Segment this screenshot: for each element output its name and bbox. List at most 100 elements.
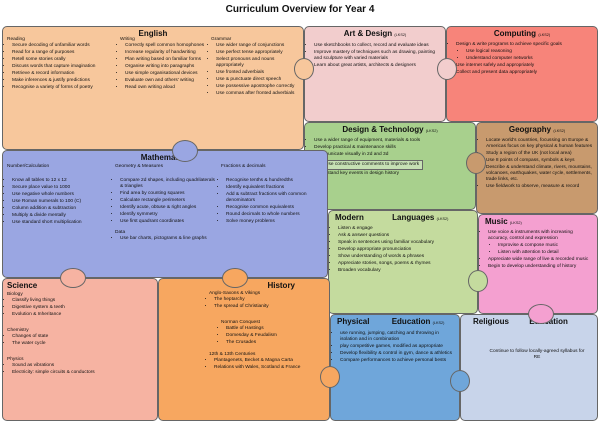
list-item: Ask & answer questions xyxy=(338,233,473,239)
list-item: Use wider range of conjunctions xyxy=(216,43,301,49)
music-item: Listen with attention to detail xyxy=(498,250,593,256)
list-item: The water cycle xyxy=(12,341,153,347)
design-technology-sub: (LKS2) xyxy=(425,129,438,133)
list-item: Locate world's countries, focussing on E… xyxy=(486,138,593,150)
music-item: Improvise & compose music xyxy=(498,243,593,249)
history-centuries-title: 12th & 13th Centuries xyxy=(209,351,256,357)
history-panel: History Anglo-Saxons & Vikings The hepta… xyxy=(158,278,330,421)
list-item: Electricity: simple circuits & conductor… xyxy=(12,370,153,376)
modern-languages-sub: (LKS2) xyxy=(436,217,449,221)
puzzle-tab-english-maths xyxy=(172,140,198,162)
religious-education-panel: Religious Education Continue to follow l… xyxy=(460,314,598,421)
english-panel: English Reading Secure decoding of unfam… xyxy=(2,26,304,150)
maths-number-list: Know all tables to 12 x 12Secure place v… xyxy=(7,178,111,226)
maths-number-section: Number/Calculation Know all tables to 12… xyxy=(7,164,111,227)
english-writing-section: Writing Correctly spell common homophone… xyxy=(120,37,210,92)
list-item: Use fronted adverbials xyxy=(216,70,301,76)
maths-geometry-title: Geometry & Measures xyxy=(115,164,163,169)
geography-list: Locate world's countries, focussing on E… xyxy=(481,138,593,190)
list-item: Appreciate stories, songs, poems & rhyme… xyxy=(338,261,473,267)
list-item: Improve mastery of techniques such as dr… xyxy=(314,50,441,62)
science-chemistry-list: Changes of stateThe water cycle xyxy=(7,334,153,347)
list-item: Identify symmetry xyxy=(120,212,215,218)
english-heading: English xyxy=(138,29,168,38)
list-item: Digestive system & teeth xyxy=(12,305,153,311)
list-item: Study a region of the UK (not local area… xyxy=(486,151,593,157)
list-item: Add & subtract fractions with common den… xyxy=(226,192,325,204)
history-centuries-section: 12th & 13th Centuries Plantagenets, Beck… xyxy=(209,352,325,371)
history-anglo-saxons-section: Anglo-Saxons & Vikings The heptarchyThe … xyxy=(209,291,325,310)
puzzle-tab-maths-science xyxy=(60,268,86,288)
puzzle-tab-art-computing xyxy=(437,58,457,80)
music-sub: (LKS2) xyxy=(509,221,522,225)
music-item: Appreciate wide range of live & recorded… xyxy=(488,257,593,263)
modern-languages-heading: Modern Languages (LKS2) xyxy=(333,213,473,223)
list-item: Battle of Hastings xyxy=(226,326,325,332)
science-panel: Science Biology Classify living thingsDi… xyxy=(2,278,158,421)
computing-item: Understand computer networks xyxy=(466,56,593,62)
list-item: Organise writing into paragraphs xyxy=(125,64,210,70)
science-biology-section: Biology Classify living thingsDigestive … xyxy=(7,292,153,318)
list-item: Use simple organisational devices xyxy=(125,71,210,77)
physical-education-panel: Physical Education (LKS2) use running, j… xyxy=(330,314,460,421)
science-biology-list: Classify living thingsDigestive system &… xyxy=(7,298,153,318)
science-biology-title: Biology xyxy=(7,292,23,297)
computing-panel: Computing (LKS2) Design & write programs… xyxy=(446,26,598,122)
puzzle-tab-music-re xyxy=(528,304,554,324)
music-title: Music xyxy=(485,217,508,226)
science-chemistry-section: Chemistry Changes of stateThe water cycl… xyxy=(7,328,153,347)
modern-languages-title: Modern xyxy=(335,213,364,222)
list-item: Domesday & Feudalism xyxy=(226,333,325,339)
history-norman-title: Norman Conquest xyxy=(221,319,260,325)
english-grammar-title: Grammar xyxy=(211,37,232,42)
list-item: Solve money problems xyxy=(226,219,325,225)
geography-panel: Geography (LKS2) Locate world's countrie… xyxy=(476,122,598,214)
modern-languages-panel: Modern Languages (LKS2) Listen & engageA… xyxy=(328,210,478,314)
list-item: The spread of Christianity xyxy=(214,304,325,310)
science-physics-title: Physics xyxy=(7,356,24,362)
list-item: Describe & understand climate, rivers, m… xyxy=(486,165,593,183)
computing-sub: (LKS2) xyxy=(538,33,551,37)
maths-geometry-section: Geometry & Measures Compare 2d shapes, i… xyxy=(115,164,215,243)
list-item: Secure place value to 1000 xyxy=(12,185,111,191)
list-item: Learn about great artists, architects & … xyxy=(314,63,441,69)
list-item: Evaluate own and others' writing xyxy=(125,78,210,84)
music-panel: Music (LKS2) Use voice & instruments wit… xyxy=(478,214,598,314)
list-item: Identify acute, obtuse & right angles xyxy=(120,205,215,211)
list-item: Plan writing based on familiar forms xyxy=(125,57,210,63)
english-writing-title: Writing xyxy=(120,37,135,42)
music-heading: Music (LKS2) xyxy=(483,217,593,227)
list-item: Use sketchbooks to collect, record and e… xyxy=(314,43,441,49)
english-reading-title: Reading xyxy=(7,37,25,42)
dt-item: Use a wider range of equipment, material… xyxy=(314,138,471,144)
computing-item: Collect and present data appropriately xyxy=(456,70,593,76)
puzzle-tab-english-art xyxy=(294,58,314,80)
list-item: Identify equivalent fractions xyxy=(226,185,325,191)
list-item: Correctly spell common homophones xyxy=(125,43,210,49)
geography-sub: (LKS2) xyxy=(553,129,566,133)
list-item: Develop flexibility & control in gym, da… xyxy=(340,351,455,357)
physical-education-title-2: Education xyxy=(391,317,431,326)
list-item: Know all tables to 12 x 12 xyxy=(12,178,111,184)
list-item: Broaden vocabulary xyxy=(338,268,473,274)
list-item: Use negative whole numbers xyxy=(12,192,111,198)
design-technology-list: Use a wider range of equipment, material… xyxy=(309,138,471,158)
physical-education-title: Physical xyxy=(337,317,370,326)
list-item: Evolution & Inheritance xyxy=(12,312,153,318)
list-item: Use fieldwork to observe, measure & reco… xyxy=(486,184,593,190)
science-heading: Science xyxy=(7,281,38,290)
modern-languages-list: Listen & engageAsk & answer questionsSpe… xyxy=(333,226,473,274)
design-technology-heading: Design & Technology (LKS2) xyxy=(309,125,471,135)
list-item: play competitive games, modified as appr… xyxy=(340,344,455,350)
list-item: Select pronouns and nouns appropriately xyxy=(216,57,301,69)
list-item: Recognise a variety of forms of poetry xyxy=(12,85,97,91)
computing-item: Use logical reasoning xyxy=(466,49,593,55)
computing-item: Design & write programs to achieve speci… xyxy=(456,42,593,48)
list-item: Compare performances to achieve personal… xyxy=(340,358,455,364)
page-title: Curriculum Overview for Year 4 xyxy=(225,4,375,15)
list-item: Use standard short multiplication xyxy=(12,220,111,226)
list-item: The heptarchy xyxy=(214,297,325,303)
dt-item: Develop practical & maintenance skills xyxy=(314,145,471,151)
list-item: Listen & engage xyxy=(338,226,473,232)
list-item: Calculate rectangle perimeters xyxy=(120,198,215,204)
